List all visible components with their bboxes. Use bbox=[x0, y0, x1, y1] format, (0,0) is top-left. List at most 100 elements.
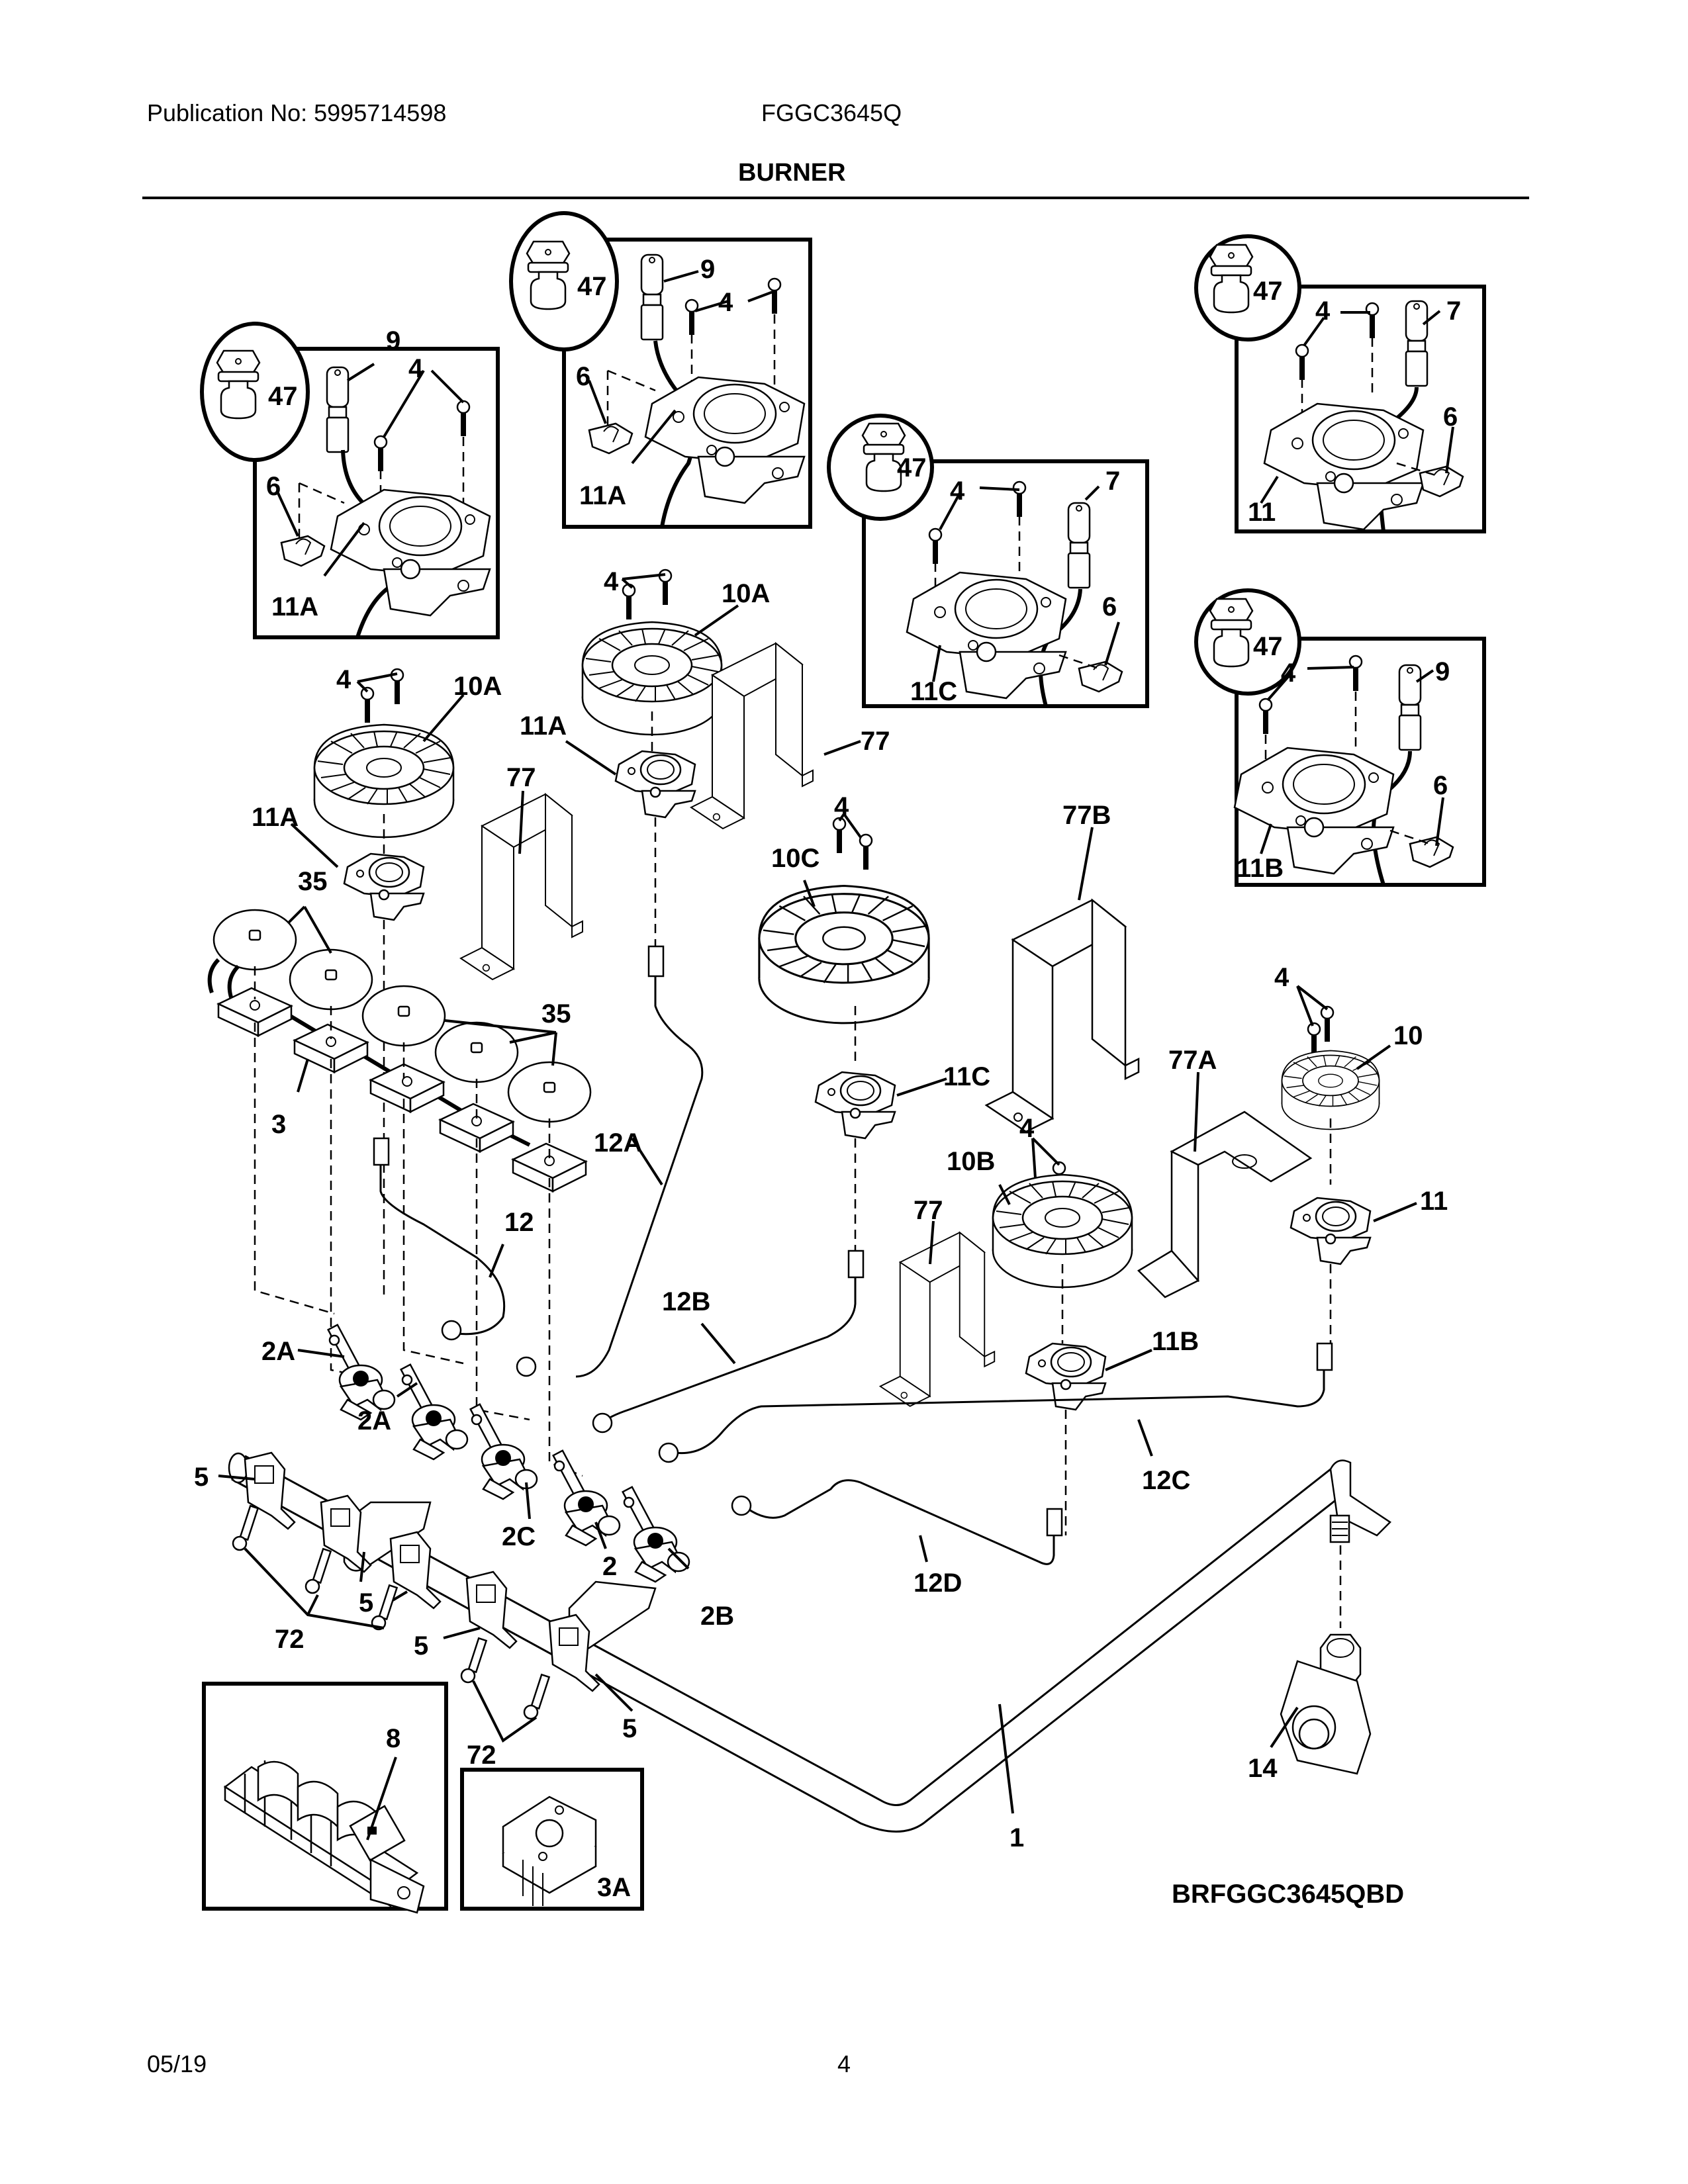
model-number: FGGC3645Q bbox=[761, 99, 902, 126]
screw-icon bbox=[928, 527, 943, 565]
callout-11c: 11C bbox=[943, 1062, 990, 1091]
callout-47: 47 bbox=[1253, 632, 1283, 661]
screw-icon bbox=[1295, 343, 1309, 381]
callout-14: 14 bbox=[1248, 1754, 1278, 1783]
screw-icon bbox=[456, 400, 471, 437]
callout-4: 4 bbox=[336, 665, 352, 694]
callout-11b: 11B bbox=[1152, 1327, 1199, 1356]
footer-page-number: 4 bbox=[837, 2050, 851, 2077]
electrode-icon bbox=[326, 366, 350, 453]
callout-2c: 2C bbox=[502, 1522, 536, 1551]
burner-base-icon bbox=[1289, 1197, 1372, 1265]
callout-6: 6 bbox=[1443, 402, 1458, 432]
electrode-icon bbox=[640, 253, 664, 341]
callout-11: 11 bbox=[1420, 1187, 1448, 1216]
valve-icon bbox=[622, 1486, 690, 1583]
callout-2b: 2B bbox=[700, 1602, 734, 1631]
callout-4: 4 bbox=[604, 567, 619, 596]
callout-4: 4 bbox=[1274, 963, 1289, 992]
callout-35: 35 bbox=[541, 999, 571, 1028]
publication-number: Publication No: 5995714598 bbox=[147, 99, 447, 126]
callout-9: 9 bbox=[700, 255, 715, 284]
callout-77b: 77B bbox=[1062, 801, 1111, 830]
callout-10b: 10B bbox=[947, 1147, 995, 1176]
callout-77a: 77A bbox=[1168, 1046, 1217, 1075]
inset-burner-left-center: 47 9 4 6 11A bbox=[509, 211, 812, 529]
callout-10a: 10A bbox=[722, 579, 770, 608]
callout-3: 3 bbox=[271, 1110, 286, 1139]
electrode-icon bbox=[1067, 502, 1091, 589]
electrode-icon bbox=[1405, 300, 1429, 387]
callout-7: 7 bbox=[1105, 467, 1120, 496]
diagram-code: BRFGGC3645QBD bbox=[1172, 1880, 1405, 1909]
callout-77: 77 bbox=[914, 1196, 943, 1225]
clip-icon bbox=[1078, 660, 1123, 693]
callout-47: 47 bbox=[268, 382, 298, 411]
callout-12d: 12D bbox=[914, 1569, 962, 1598]
clip-icon bbox=[1419, 465, 1464, 498]
inset-burner-right-rear: 47 4 7 6 11 bbox=[1194, 234, 1486, 533]
screw-icon bbox=[859, 833, 873, 871]
inset-terminal-block: 3A bbox=[460, 1768, 644, 1911]
electrode-icon bbox=[1398, 664, 1422, 751]
bolt-icon bbox=[305, 1548, 332, 1594]
pressure-regulator bbox=[1280, 1633, 1372, 1775]
bolt-icon bbox=[232, 1505, 259, 1551]
burner-cap-icon bbox=[212, 909, 297, 971]
screw-icon bbox=[1258, 698, 1273, 735]
callout-4: 4 bbox=[718, 288, 733, 317]
callout-4: 4 bbox=[408, 354, 424, 383]
callout-10a: 10A bbox=[453, 672, 502, 701]
burner-base-icon bbox=[343, 852, 425, 921]
callout-4: 4 bbox=[950, 477, 965, 506]
callout-2: 2 bbox=[602, 1552, 617, 1581]
bolt-icon bbox=[371, 1584, 398, 1631]
main-assembly bbox=[207, 569, 1417, 1833]
callout-8: 8 bbox=[386, 1724, 400, 1753]
callout-9: 9 bbox=[1435, 657, 1450, 686]
callout-3a: 3A bbox=[597, 1873, 631, 1902]
callout-4: 4 bbox=[1281, 659, 1296, 688]
callout-35: 35 bbox=[298, 867, 328, 896]
screw-icon bbox=[360, 686, 375, 724]
callout-1: 1 bbox=[1009, 1823, 1024, 1852]
callout-11c: 11C bbox=[910, 677, 957, 706]
heat-shield-bracket-icon bbox=[879, 1232, 996, 1407]
callout-5: 5 bbox=[359, 1588, 373, 1617]
callout-2a: 2A bbox=[357, 1406, 391, 1435]
callout-72: 72 bbox=[467, 1741, 496, 1770]
valve-icon bbox=[400, 1363, 469, 1461]
callout-labels: 4 10A 11A 35 77 4 10A 11A 77 4 10C 77B 3… bbox=[194, 567, 1448, 1852]
callout-11b: 11B bbox=[1237, 854, 1284, 883]
callout-5: 5 bbox=[194, 1463, 209, 1492]
callout-4: 4 bbox=[834, 792, 849, 821]
bolt-icon bbox=[460, 1637, 487, 1684]
callout-6: 6 bbox=[266, 472, 281, 501]
burner-base-icon bbox=[614, 750, 696, 819]
burner-base-icon bbox=[1263, 402, 1425, 531]
screw-icon bbox=[1365, 302, 1380, 340]
callout-5: 5 bbox=[622, 1714, 637, 1743]
burner-base-icon bbox=[330, 488, 491, 617]
manifold-clip-icon bbox=[465, 1570, 518, 1649]
screw-icon bbox=[767, 277, 782, 315]
screw-icon bbox=[684, 298, 699, 336]
callout-47: 47 bbox=[577, 272, 607, 301]
footer-date: 05/19 bbox=[147, 2050, 207, 2077]
callout-12a: 12A bbox=[594, 1128, 642, 1158]
callout-12: 12 bbox=[504, 1208, 534, 1237]
bracket-77a bbox=[1137, 1111, 1313, 1298]
callout-5: 5 bbox=[414, 1631, 428, 1661]
burner-head-icon bbox=[758, 884, 930, 1024]
screw-icon bbox=[1320, 1005, 1335, 1043]
callout-4: 4 bbox=[1019, 1114, 1035, 1143]
callout-12c: 12C bbox=[1142, 1466, 1190, 1495]
callout-9: 9 bbox=[386, 326, 400, 355]
header-rule bbox=[142, 197, 1529, 199]
clip-icon bbox=[1409, 836, 1454, 868]
burner-cap-icon bbox=[289, 948, 373, 1011]
burner-cap-icon bbox=[434, 1021, 519, 1083]
section-title: BURNER bbox=[738, 159, 846, 187]
callout-11a: 11A bbox=[579, 481, 626, 510]
